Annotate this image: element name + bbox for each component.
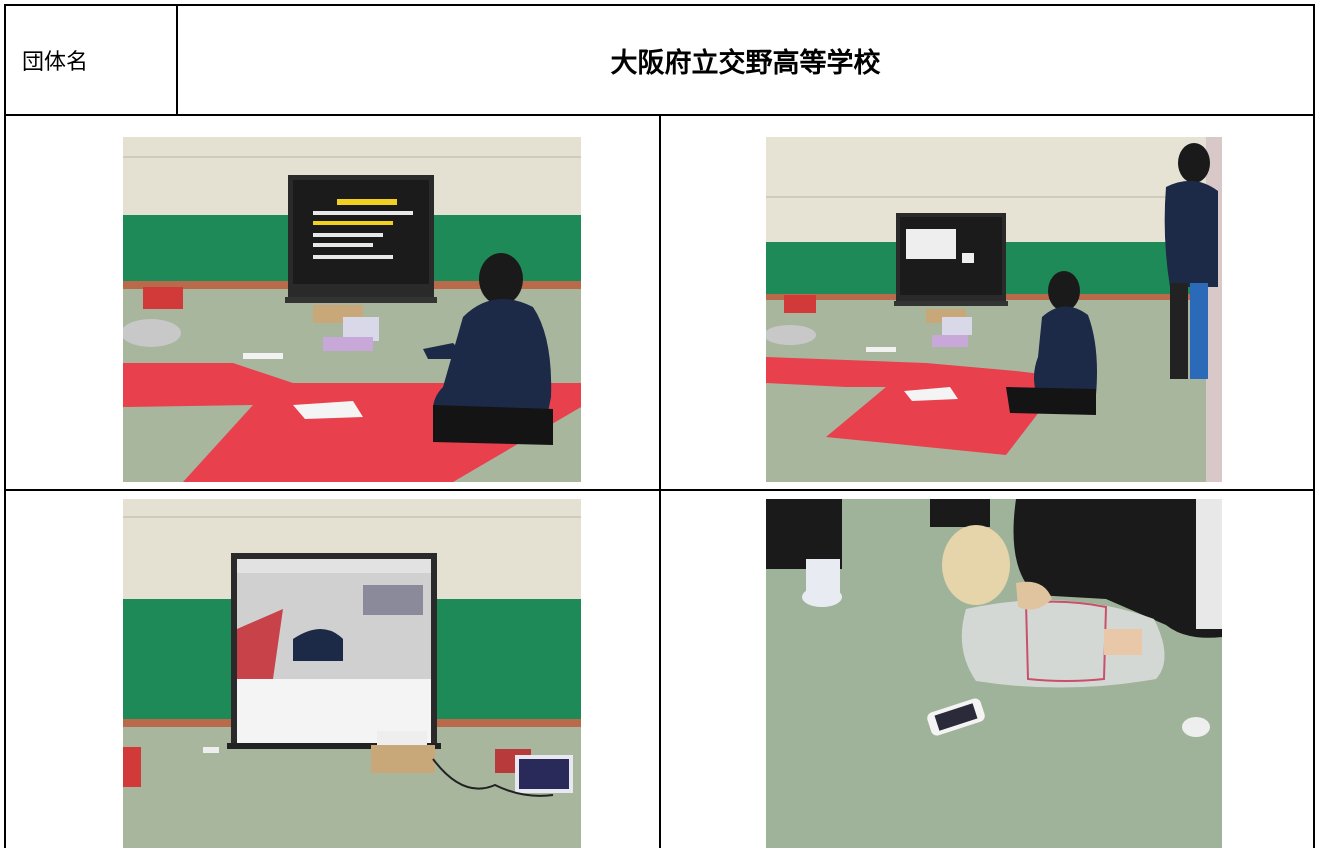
- photo-row-2: [6, 491, 1313, 848]
- organization-name: 大阪府立交野高等学校: [610, 47, 881, 79]
- group-name-label: 団体名: [6, 6, 178, 114]
- photo-3: [123, 499, 581, 848]
- photo-cell-3: [6, 491, 661, 848]
- photo-cell-1: [6, 114, 661, 489]
- photo-row-1: [6, 114, 1313, 491]
- photo-4: [766, 499, 1222, 848]
- photo-grid: [4, 114, 1315, 848]
- photo-1: [123, 137, 581, 482]
- photo-cell-4: [661, 491, 1313, 848]
- photo-2: [766, 137, 1222, 482]
- photo-cell-2: [661, 114, 1313, 489]
- header-row: 団体名 大阪府立交野高等学校: [4, 4, 1315, 116]
